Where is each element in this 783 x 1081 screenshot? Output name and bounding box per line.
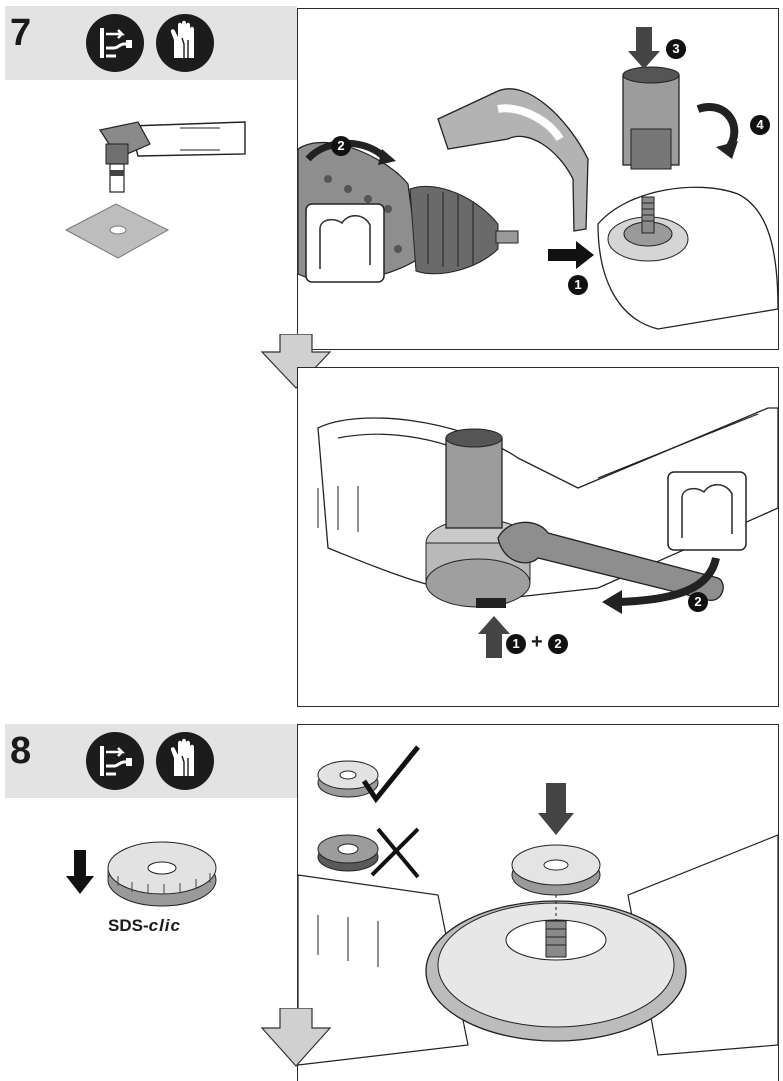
callout-2-badge: 2	[331, 136, 351, 156]
step-7-header-band	[5, 6, 297, 80]
unplug-icon	[86, 14, 144, 72]
gloves-icon	[156, 14, 214, 72]
next-arrow-2	[260, 1008, 332, 1067]
gloves-icon	[156, 732, 214, 790]
unplug-icon	[86, 732, 144, 790]
callout-2-turn-badge: 2	[688, 592, 708, 612]
grinder-on-tile-illustration	[64, 121, 246, 259]
callout-1-badge: 1	[568, 275, 588, 295]
sds-clic-label: SDS-clic	[108, 916, 181, 936]
plus-sign: +	[531, 631, 543, 653]
sds-clic-label-prefix: SDS-	[108, 916, 149, 935]
sds-clic-nut-illustration	[66, 841, 217, 907]
step-7-number: 7	[10, 12, 32, 54]
callout-4-badge: 4	[750, 115, 770, 135]
sds-clic-label-suffix: clic	[148, 916, 181, 935]
step-7-panel-disassembly: 2 3 4 1	[297, 8, 779, 350]
step-8-number: 8	[10, 730, 32, 772]
step-8-header-band	[5, 724, 297, 798]
callout-1-release-badge: 1	[506, 634, 526, 654]
callout-3-badge: 3	[666, 39, 686, 59]
step-7-panel-tighten: 1 + 2 2	[297, 367, 779, 707]
callout-2-combined-badge: 2	[548, 634, 568, 654]
step-8-panel-fit-nut	[297, 724, 779, 1081]
